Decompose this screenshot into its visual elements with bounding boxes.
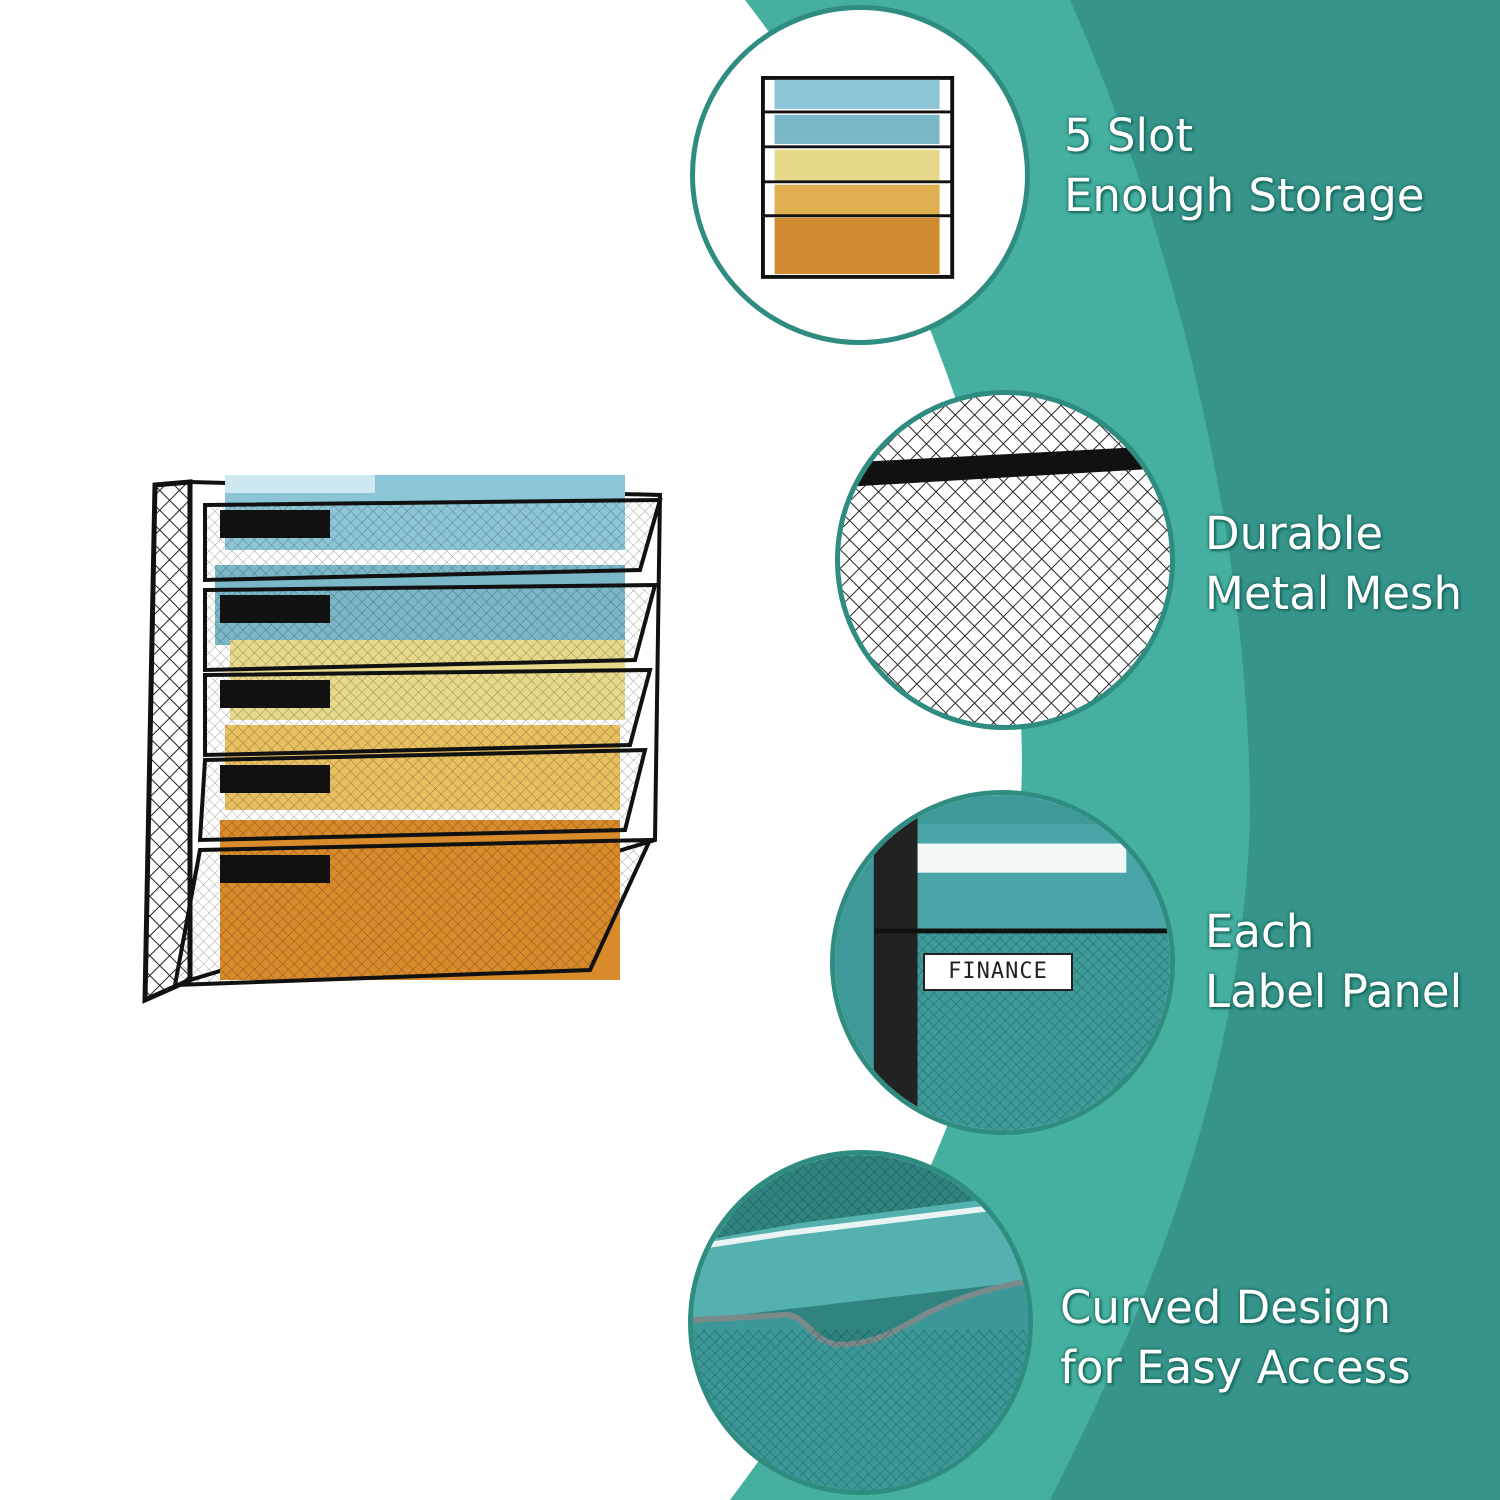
feature-title: Durable (1205, 507, 1384, 560)
feature-title: 5 Slot (1064, 109, 1194, 162)
feature-subtitle: for Easy Access (1060, 1341, 1411, 1394)
label-panel: FINANCE (923, 953, 1073, 991)
wall-file-organizer-image (142, 475, 663, 1004)
feature-circle-mesh (835, 390, 1175, 730)
feature-subtitle: Enough Storage (1064, 169, 1425, 222)
feature-text-label: Each Label Panel (1205, 902, 1462, 1022)
feature-text-mesh: Durable Metal Mesh (1205, 504, 1462, 624)
feature-subtitle: Metal Mesh (1205, 567, 1463, 620)
feature-circle-curved (688, 1150, 1033, 1495)
feature-circle-slots (690, 5, 1030, 345)
feature-subtitle: Label Panel (1205, 965, 1463, 1018)
feature-text-slots: 5 Slot Enough Storage (1064, 106, 1424, 226)
feature-text-curved: Curved Design for Easy Access (1060, 1278, 1411, 1398)
dark-teal-band (1050, 0, 1500, 1500)
feature-circle-label: FINANCE (830, 790, 1175, 1135)
feature-title: Curved Design (1060, 1281, 1391, 1334)
feature-title: Each (1205, 905, 1315, 958)
